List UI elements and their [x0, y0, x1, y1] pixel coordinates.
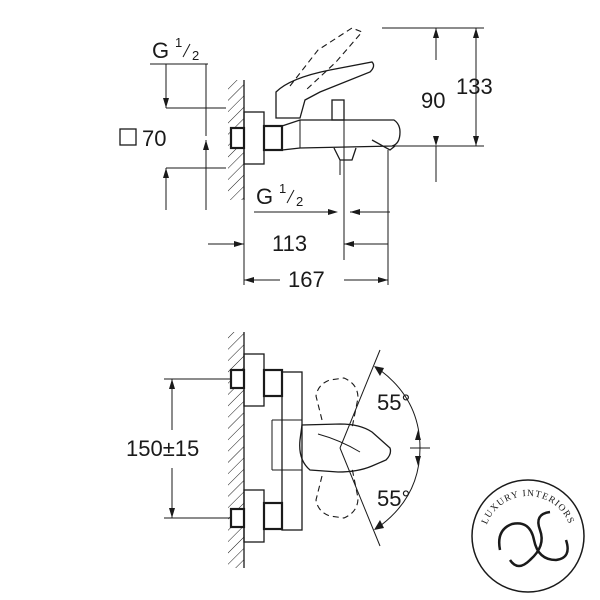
svg-text:G: G [152, 38, 169, 63]
top-escutcheon [243, 353, 265, 407]
svg-text:1: 1 [175, 35, 182, 50]
thread-label-bottom: G 1 2 [256, 181, 303, 209]
mixer-body-front [281, 371, 303, 531]
svg-text:1: 1 [279, 181, 286, 196]
thread-label-top: G 1 2 [152, 35, 199, 63]
top-inlet-connector [229, 368, 246, 390]
lever-rotated-outline [289, 27, 363, 91]
lever-handle [275, 61, 375, 119]
handle-rotated-bottom [315, 467, 359, 519]
logo-monogram [498, 522, 569, 562]
svg-text:70: 70 [142, 126, 166, 151]
handle-front [299, 423, 392, 473]
wall-hatch-front [228, 332, 244, 568]
handle-rotated-top [315, 377, 359, 429]
diverter-button [331, 99, 345, 121]
bottom-inlet-connector [229, 507, 246, 529]
spout-tip [371, 139, 396, 151]
dim-depth-outlet: 113 [272, 231, 307, 256]
brand-logo: LUXURY INTERIORS [471, 479, 585, 593]
bottom-union-nut [262, 501, 284, 531]
front-view: 55° 55° 150±15 [126, 332, 430, 568]
union-nut [262, 124, 284, 152]
outlet-nozzle [333, 147, 357, 161]
square-size-label: 70 [119, 126, 166, 151]
bottom-escutcheon [243, 489, 265, 543]
side-view: G 1 2 70 90 133 G [119, 27, 493, 292]
dim-height-total: 133 [456, 74, 493, 99]
svg-text:G: G [256, 184, 273, 209]
svg-text:2: 2 [296, 194, 303, 209]
svg-text:2: 2 [192, 48, 199, 63]
angle-bottom-label: 55° [377, 486, 410, 511]
dim-height-outlet: 90 [421, 88, 445, 113]
dim-center-distance: 150±15 [126, 436, 199, 461]
top-union-nut [262, 368, 284, 398]
dim-depth-total: 167 [288, 267, 325, 292]
inlet-connector [229, 126, 246, 150]
angle-top-label: 55° [377, 390, 410, 415]
escutcheon [243, 111, 265, 165]
